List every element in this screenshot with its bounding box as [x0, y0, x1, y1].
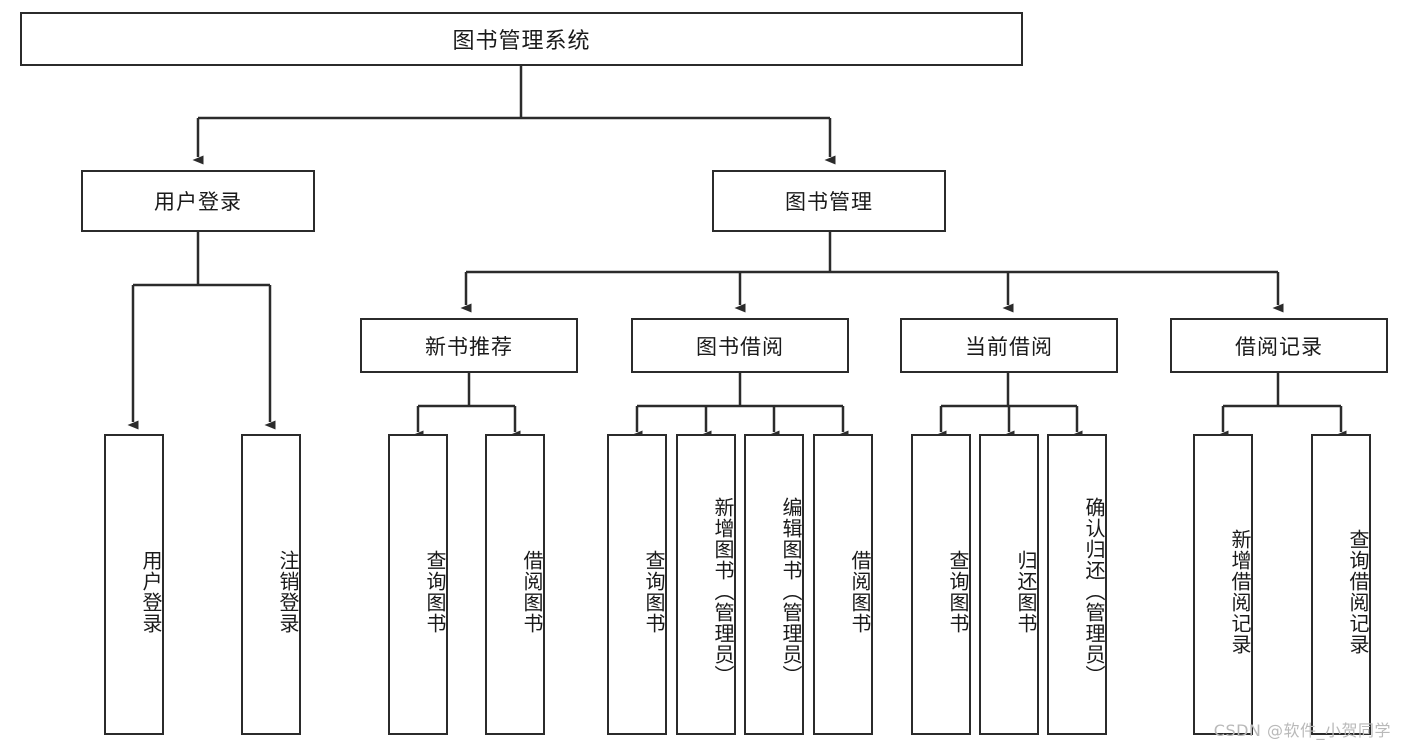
leaf-borrow-edit-book-admin-label: 编辑图书（管理员） — [779, 497, 803, 686]
node-book-borrow-label: 图书借阅 — [696, 334, 784, 359]
leaf-records-add-record[interactable]: 新增借阅记录 — [1193, 434, 1253, 735]
leaf-newbook-query-book[interactable]: 查询图书 — [388, 434, 448, 735]
node-book-management[interactable]: 图书管理 — [712, 170, 946, 232]
leaf-borrow-add-book-admin-label: 新增图书（管理员） — [711, 497, 735, 686]
leaf-user-login-label: 用户登录 — [139, 549, 163, 634]
leaf-borrow-borrow-book-label: 借阅图书 — [848, 549, 872, 634]
leaf-newbook-borrow-book-label: 借阅图书 — [520, 549, 544, 634]
leaf-user-logout[interactable]: 注销登录 — [241, 434, 301, 735]
leaf-current-confirm-return-admin[interactable]: 确认归还（管理员） — [1047, 434, 1107, 735]
leaf-borrow-query-book[interactable]: 查询图书 — [607, 434, 667, 735]
leaf-borrow-add-book-admin[interactable]: 新增图书（管理员） — [676, 434, 736, 735]
node-borrow-records-label: 借阅记录 — [1235, 334, 1323, 359]
node-user-login[interactable]: 用户登录 — [81, 170, 315, 232]
node-current-borrow[interactable]: 当前借阅 — [900, 318, 1118, 373]
node-new-book-recommend-label: 新书推荐 — [425, 334, 513, 359]
node-root-label: 图书管理系统 — [452, 29, 591, 54]
node-book-borrow[interactable]: 图书借阅 — [631, 318, 849, 373]
node-borrow-records[interactable]: 借阅记录 — [1170, 318, 1388, 373]
leaf-records-add-record-label: 新增借阅记录 — [1228, 528, 1252, 655]
leaf-borrow-borrow-book[interactable]: 借阅图书 — [813, 434, 873, 735]
leaf-borrow-query-book-label: 查询图书 — [642, 549, 666, 634]
leaf-current-confirm-return-admin-label: 确认归还（管理员） — [1082, 497, 1106, 686]
node-book-management-label: 图书管理 — [785, 190, 873, 214]
leaf-current-return-book-label: 归还图书 — [1014, 549, 1038, 634]
leaf-records-query-record[interactable]: 查询借阅记录 — [1311, 434, 1371, 735]
leaf-records-query-record-label: 查询借阅记录 — [1346, 528, 1370, 655]
leaf-user-logout-label: 注销登录 — [276, 549, 300, 634]
leaf-user-login[interactable]: 用户登录 — [104, 434, 164, 735]
leaf-newbook-query-book-label: 查询图书 — [423, 549, 447, 634]
leaf-current-return-book[interactable]: 归还图书 — [979, 434, 1039, 735]
leaf-newbook-borrow-book[interactable]: 借阅图书 — [485, 434, 545, 735]
leaf-current-query-book-label: 查询图书 — [946, 549, 970, 634]
watermark: CSDN @软件_小贺同学 — [1213, 721, 1391, 740]
leaf-borrow-edit-book-admin[interactable]: 编辑图书（管理员） — [744, 434, 804, 735]
leaf-current-query-book[interactable]: 查询图书 — [911, 434, 971, 735]
node-current-borrow-label: 当前借阅 — [965, 334, 1053, 359]
node-user-login-label: 用户登录 — [154, 190, 242, 214]
node-new-book-recommend[interactable]: 新书推荐 — [360, 318, 578, 373]
node-root[interactable]: 图书管理系统 — [20, 12, 1023, 66]
